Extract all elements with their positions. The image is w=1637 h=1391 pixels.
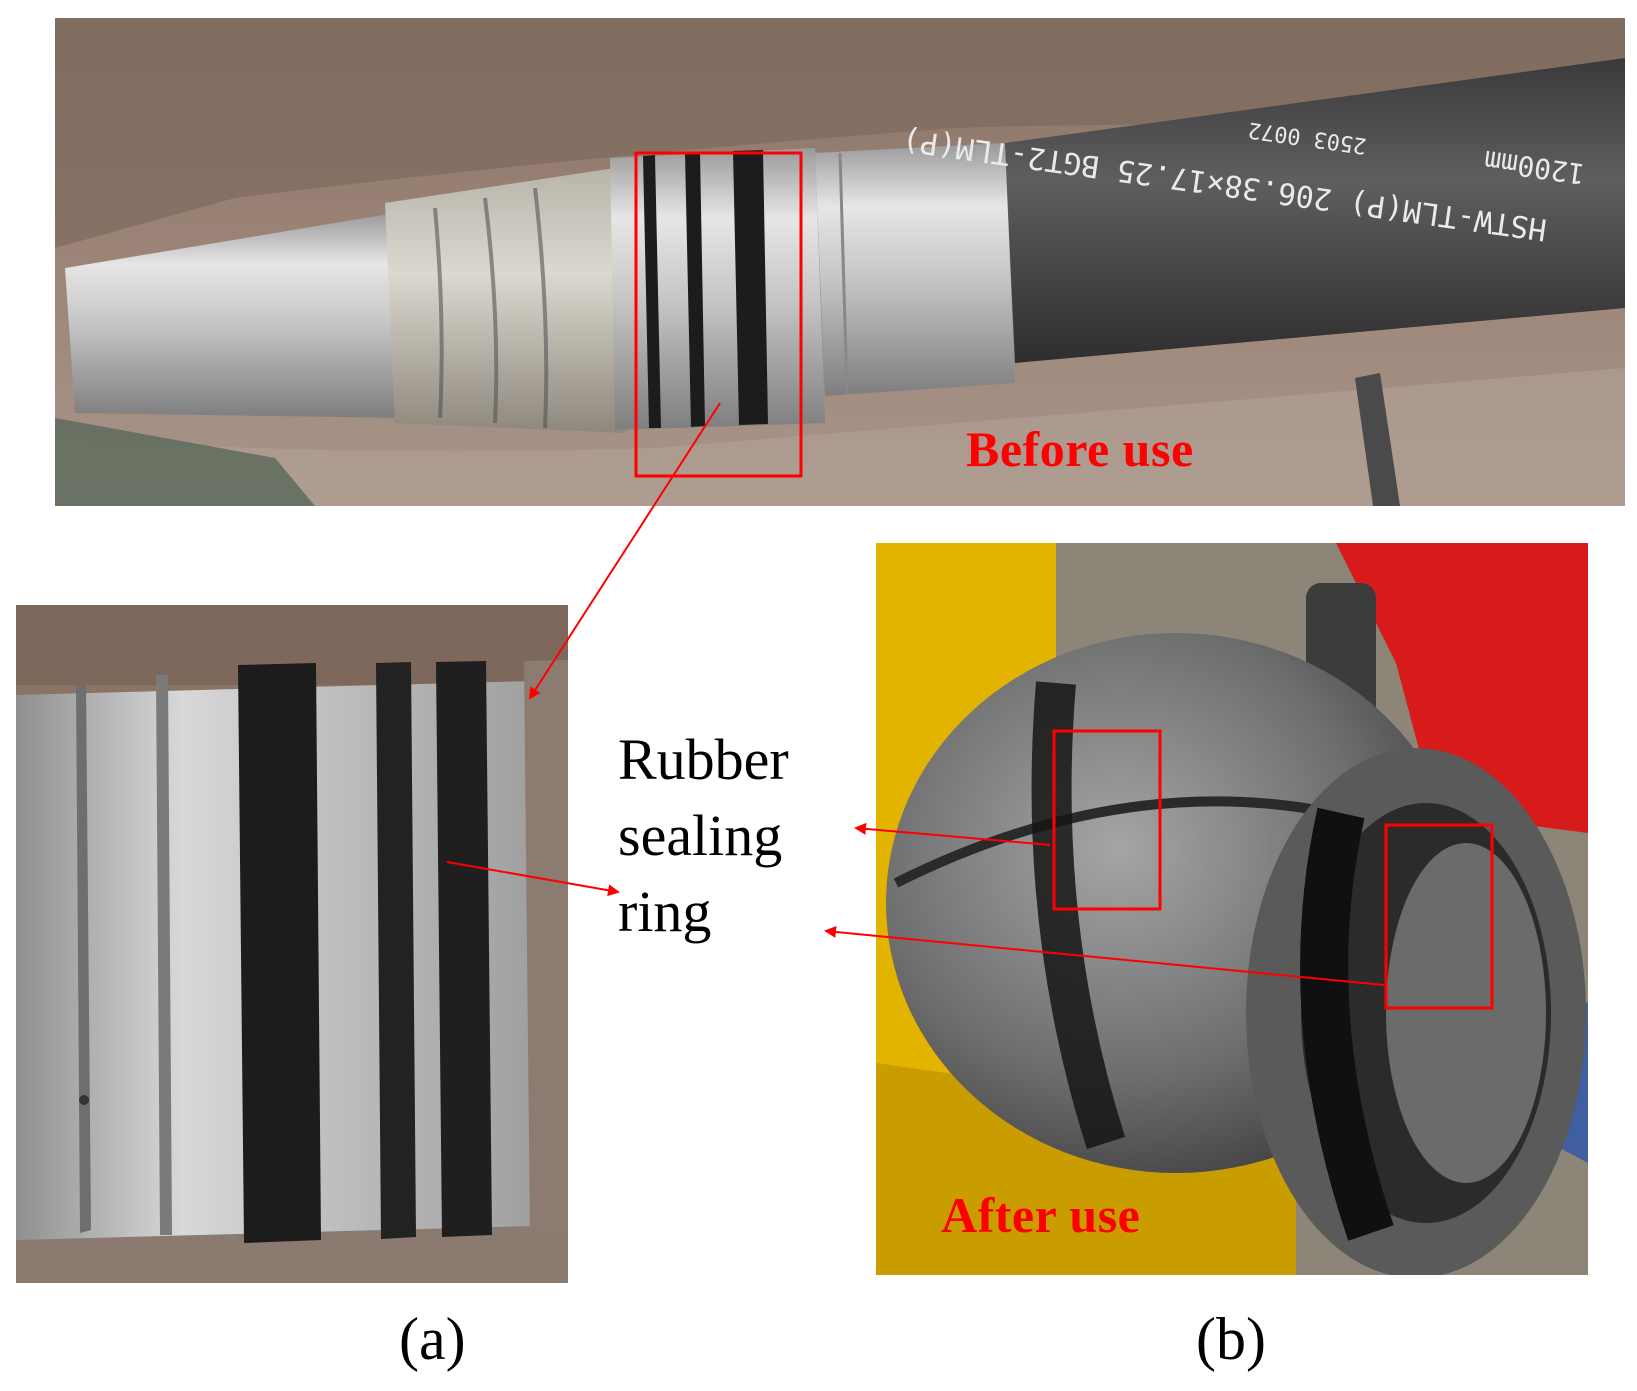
after-use-label: After use <box>941 1187 1141 1243</box>
before-use-photo: HSTW-TLM(P) 206.38×17.25 BGT2-TLM(P) 250… <box>55 18 1625 506</box>
callout-line-2: sealing <box>618 803 783 868</box>
zoomed-rings-photo <box>16 605 568 1283</box>
panel-label-b: (b) <box>1196 1306 1266 1372</box>
callout-line-1: Rubber <box>618 727 789 792</box>
panel-label-a: (a) <box>399 1306 466 1372</box>
rubber-sealing-ring-callout: Rubber sealing ring <box>618 722 789 950</box>
before-use-label: Before use <box>966 421 1194 477</box>
after-use-photo <box>876 543 1588 1275</box>
callout-line-3: ring <box>618 879 712 944</box>
